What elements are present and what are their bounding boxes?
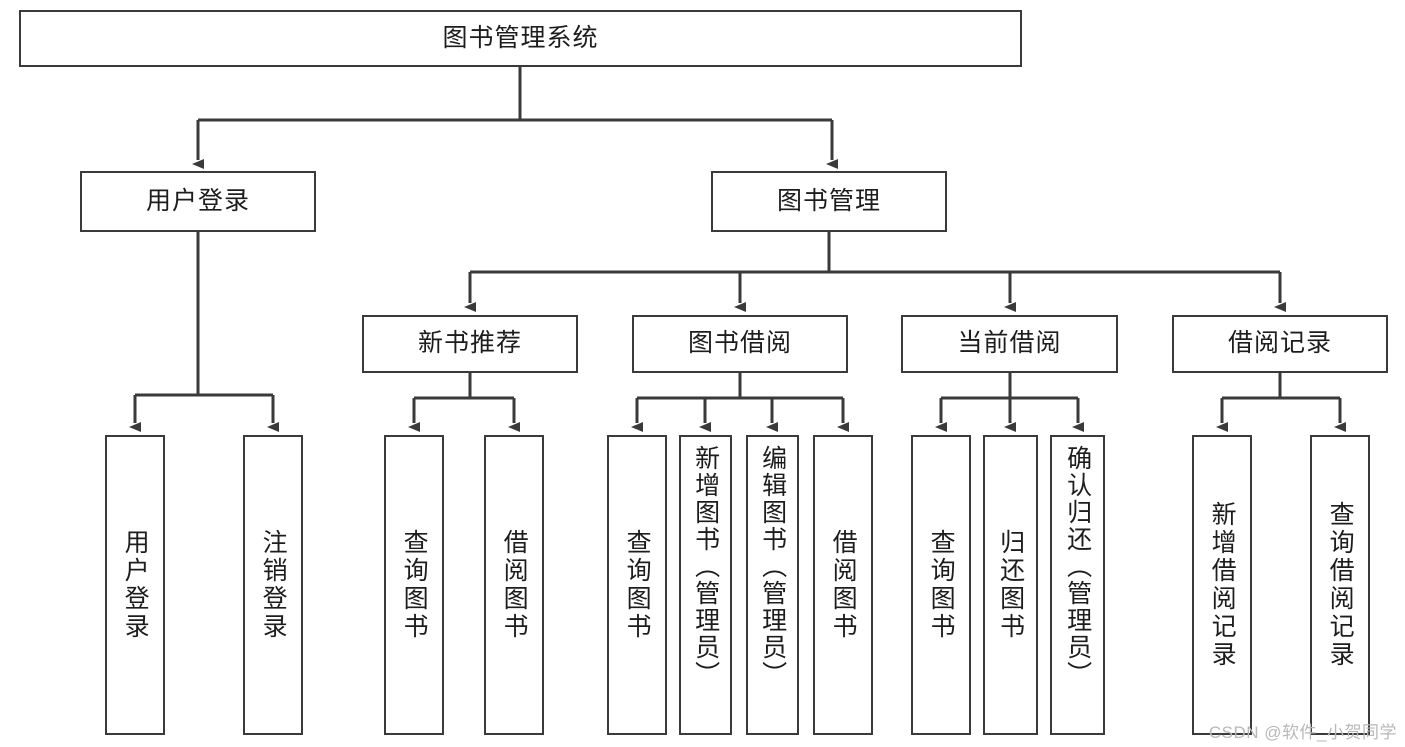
- leaf-user-login[interactable]: 用户登录: [105, 435, 165, 735]
- node-label: 用户登录: [121, 529, 150, 641]
- node-new-book-recommend[interactable]: 新书推荐: [362, 315, 578, 373]
- leaf-borrow-book-2[interactable]: 借阅图书: [813, 435, 873, 735]
- node-label: 图书管理系统: [442, 23, 599, 52]
- node-label: 确认归还（管理员）: [1063, 445, 1092, 688]
- node-label: 借阅图书: [829, 529, 858, 641]
- node-label: 借阅图书: [500, 529, 529, 641]
- leaf-borrow-book-1[interactable]: 借阅图书: [484, 435, 544, 735]
- csdn-watermark: CSDN @软件_小贺同学: [1208, 723, 1397, 742]
- leaf-query-record[interactable]: 查询借阅记录: [1310, 435, 1370, 735]
- node-book-borrow[interactable]: 图书借阅: [632, 315, 848, 373]
- leaf-query-book-2[interactable]: 查询图书: [607, 435, 667, 735]
- node-label: 图书借阅: [687, 329, 792, 358]
- node-label: 当前借阅: [957, 329, 1062, 358]
- node-label: 归还图书: [996, 529, 1025, 641]
- leaf-add-record[interactable]: 新增借阅记录: [1192, 435, 1252, 735]
- leaf-confirm-return[interactable]: 确认归还（管理员）: [1050, 435, 1105, 735]
- node-root-system[interactable]: 图书管理系统: [19, 10, 1022, 67]
- node-label: 注销登录: [259, 529, 288, 641]
- node-user-login[interactable]: 用户登录: [80, 171, 316, 232]
- node-label: 查询图书: [623, 529, 652, 641]
- leaf-edit-book[interactable]: 编辑图书（管理员）: [746, 435, 799, 735]
- node-label: 新增借阅记录: [1208, 501, 1237, 669]
- node-label: 查询图书: [400, 529, 429, 641]
- node-label: 编辑图书（管理员）: [758, 445, 787, 688]
- leaf-user-logout[interactable]: 注销登录: [243, 435, 303, 735]
- node-label: 借阅记录: [1227, 329, 1332, 358]
- node-book-manage[interactable]: 图书管理: [711, 171, 947, 232]
- node-label: 图书管理: [776, 186, 881, 215]
- node-label: 查询借阅记录: [1326, 501, 1355, 669]
- node-borrow-record[interactable]: 借阅记录: [1172, 315, 1388, 373]
- leaf-return-book[interactable]: 归还图书: [983, 435, 1038, 735]
- node-current-borrow[interactable]: 当前借阅: [901, 315, 1118, 373]
- node-label: 新书推荐: [417, 329, 522, 358]
- node-label: 用户登录: [145, 186, 250, 215]
- leaf-query-book-3[interactable]: 查询图书: [911, 435, 971, 735]
- leaf-add-book[interactable]: 新增图书（管理员）: [679, 435, 732, 735]
- leaf-query-book-1[interactable]: 查询图书: [384, 435, 444, 735]
- node-label: 新增图书（管理员）: [691, 445, 720, 688]
- node-label: 查询图书: [927, 529, 956, 641]
